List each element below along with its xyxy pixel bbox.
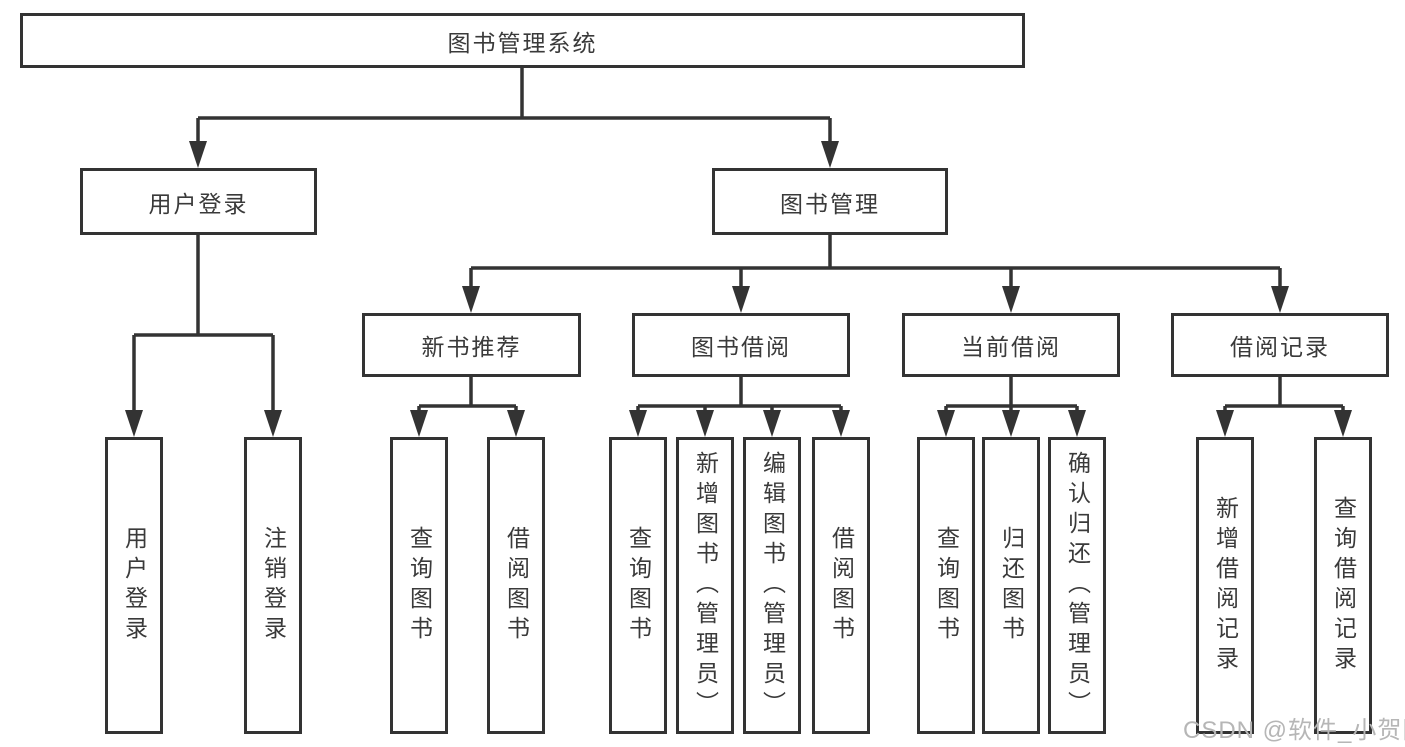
node-edit-books-admin: 编辑图书（管理员） (743, 437, 801, 734)
node-query-books-borrowing: 查询图书 (609, 437, 667, 734)
node-label: 借阅图书 (503, 525, 530, 646)
arrowhead-icon (763, 410, 781, 437)
arrowhead-icon (937, 410, 955, 437)
arrowhead-icon (264, 410, 282, 437)
node-add-borrow-record: 新增借阅记录 (1196, 437, 1254, 734)
arrowhead-icon (1334, 410, 1352, 437)
connector-new-book-recommend (410, 377, 525, 437)
node-label: 当前借阅 (961, 334, 1061, 360)
connector-root (189, 68, 839, 168)
node-label: 注销登录 (260, 525, 287, 646)
node-borrowing-records: 借阅记录 (1171, 313, 1389, 377)
node-return-books: 归还图书 (982, 437, 1040, 734)
arrowhead-icon (1271, 286, 1289, 313)
connector-user-login (125, 234, 282, 437)
node-label: 借阅记录 (1230, 334, 1330, 360)
node-label: 查询图书 (406, 525, 433, 646)
node-label: 查询借阅记录 (1330, 495, 1357, 676)
node-logout-leaf: 注销登录 (244, 437, 302, 734)
node-new-book-recommend: 新书推荐 (362, 313, 581, 377)
node-label: 新增借阅记录 (1212, 495, 1239, 676)
arrowhead-icon (410, 410, 428, 437)
arrowhead-icon (629, 410, 647, 437)
node-label: 确认归还（管理员） (1064, 450, 1091, 721)
node-borrow-books-recommend: 借阅图书 (487, 437, 545, 734)
node-label: 图书管理 (780, 190, 880, 217)
node-user-login-leaf: 用户登录 (105, 437, 163, 734)
node-label: 借阅图书 (828, 525, 855, 646)
arrowhead-icon (696, 410, 714, 437)
connector-book-management (462, 234, 1289, 313)
connector-current-borrowing (937, 377, 1086, 437)
node-label: 新增图书（管理员） (692, 450, 719, 721)
arrowhead-icon (462, 286, 480, 313)
node-label: 用户登录 (121, 525, 148, 646)
arrowhead-icon (732, 286, 750, 313)
node-label: 查询图书 (625, 525, 652, 646)
node-label: 新书推荐 (421, 334, 522, 360)
arrowhead-icon (189, 141, 207, 168)
node-label: 编辑图书（管理员） (759, 450, 786, 721)
arrowhead-icon (821, 141, 839, 168)
arrowhead-icon (832, 410, 850, 437)
node-label: 图书管理系统 (447, 29, 598, 56)
arrowhead-icon (1068, 410, 1086, 437)
node-book-management: 图书管理 (712, 168, 948, 235)
node-query-books-current: 查询图书 (917, 437, 975, 734)
node-label: 图书借阅 (691, 334, 791, 360)
node-root-system: 图书管理系统 (20, 13, 1025, 68)
node-label: 归还图书 (998, 525, 1025, 646)
node-add-books-admin: 新增图书（管理员） (676, 437, 734, 734)
arrowhead-icon (507, 410, 525, 437)
arrowhead-icon (125, 410, 143, 437)
node-book-borrowing: 图书借阅 (632, 313, 850, 377)
csdn-watermark: CSDN @软件_小贺同学 (1183, 717, 1405, 744)
node-confirm-return-admin: 确认归还（管理员） (1048, 437, 1106, 734)
arrowhead-icon (1002, 286, 1020, 313)
node-label: 用户登录 (148, 190, 249, 217)
arrowhead-icon (1002, 410, 1020, 437)
node-current-borrowing: 当前借阅 (902, 313, 1120, 377)
node-query-borrow-record: 查询借阅记录 (1314, 437, 1372, 734)
node-user-login: 用户登录 (80, 168, 317, 235)
node-borrow-books-leaf: 借阅图书 (812, 437, 870, 734)
connector-book-borrowing (629, 377, 850, 437)
connector-borrowing-records (1216, 377, 1352, 437)
node-query-books-recommend: 查询图书 (390, 437, 448, 734)
node-label: 查询图书 (933, 525, 960, 646)
arrowhead-icon (1216, 410, 1234, 437)
